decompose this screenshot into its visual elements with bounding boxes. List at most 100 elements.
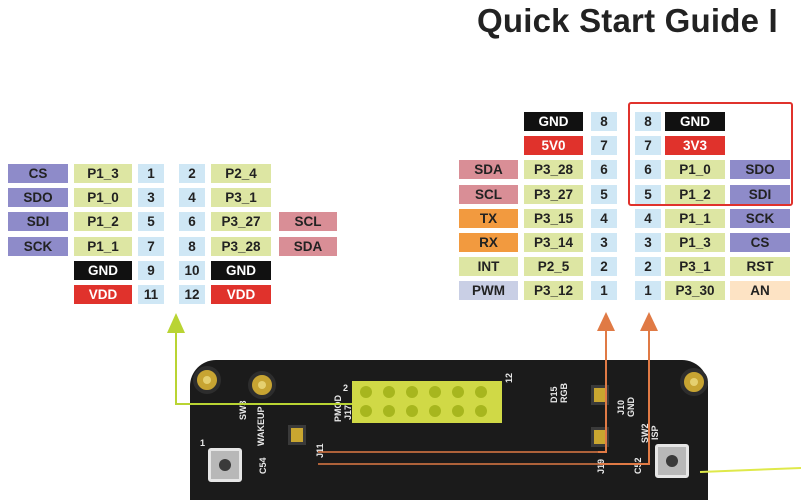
right-pin-number: 4 <box>635 208 661 228</box>
right-port-label: 5V0 <box>524 136 583 156</box>
orange-arrowhead-left <box>597 312 615 331</box>
left-port-label: P1_0 <box>74 188 132 208</box>
left-signal-label: SCK <box>8 236 68 256</box>
right-port-label: P3_28 <box>524 160 583 180</box>
left-port-label: VDD <box>74 285 132 304</box>
header-pin <box>429 405 441 417</box>
right-port-label: P3_15 <box>524 208 583 228</box>
left-signal-label: CS <box>8 164 68 183</box>
test-pad <box>591 385 609 405</box>
right-pin-number: 2 <box>635 257 661 277</box>
right-signal-label: CS <box>730 233 790 252</box>
right-pin-number: 7 <box>635 136 661 156</box>
right-pin-number: 6 <box>591 160 617 180</box>
header-pin <box>383 386 395 398</box>
right-port-label: P3_14 <box>524 233 583 252</box>
right-port-label: P1_1 <box>665 208 725 228</box>
right-pin-number: 6 <box>635 160 661 180</box>
right-pin-number: 5 <box>591 184 617 204</box>
header-pin <box>452 405 464 417</box>
left-pin-number: 8 <box>179 236 205 256</box>
header-pin <box>475 405 487 417</box>
left-port-label: GND <box>211 260 271 280</box>
header-pin <box>360 386 372 398</box>
right-pin-number: 1 <box>635 281 661 301</box>
orange-arrow-right <box>600 326 650 465</box>
arrow-overlay <box>167 312 801 473</box>
test-pad <box>288 425 306 445</box>
right-pin-number: 3 <box>591 233 617 252</box>
right-signal-label: SCK <box>730 208 790 228</box>
right-signal-label: RX <box>459 233 518 252</box>
header-pin <box>406 386 418 398</box>
header-pin <box>475 386 487 398</box>
green-arrowhead <box>167 313 185 333</box>
left-signal-label: SDI <box>8 212 68 232</box>
right-signal-label: INT <box>459 257 518 277</box>
left-pin-number: 7 <box>138 236 164 256</box>
right-signal-label: SDO <box>730 160 790 180</box>
right-port-label: P3_30 <box>665 281 725 301</box>
left-port-label: P3_27 <box>211 212 271 232</box>
left-port-label: P2_4 <box>211 164 271 183</box>
right-port-label: P1_2 <box>665 184 725 204</box>
silk-pin-one: 1 <box>200 438 206 448</box>
left-port-label: P1_3 <box>74 164 132 183</box>
orange-arrow-left <box>598 326 607 453</box>
left-port-label: P1_2 <box>74 212 132 232</box>
right-port-label: P1_0 <box>665 160 725 180</box>
right-pin-number: 2 <box>591 257 617 277</box>
header-pin <box>452 386 464 398</box>
right-port-label: GND <box>524 112 583 131</box>
right-pin-number: 8 <box>635 112 661 131</box>
right-signal-label: PWM <box>459 281 518 301</box>
right-pin-number: 3 <box>635 233 661 252</box>
header-pin <box>383 405 395 417</box>
right-pin-number: 5 <box>635 184 661 204</box>
right-port-label: P2_5 <box>524 257 583 277</box>
left-pin-number: 12 <box>179 285 205 304</box>
right-port-label: P3_1 <box>665 257 725 277</box>
green-arrow <box>175 320 352 405</box>
left-pin-number: 2 <box>179 164 205 183</box>
right-port-label: P3_12 <box>524 281 583 301</box>
left-port-label: P1_1 <box>74 236 132 256</box>
left-port-label: P3_28 <box>211 236 271 256</box>
right-signal-label: SCL <box>459 184 518 204</box>
left-pin-number: 5 <box>138 212 164 232</box>
left-port-label: GND <box>74 260 132 280</box>
left-signal-label: SCL <box>279 212 337 232</box>
right-pin-number: 7 <box>591 136 617 156</box>
yellow-trace <box>699 467 801 473</box>
right-port-label: 3V3 <box>665 136 725 156</box>
left-pin-number: 9 <box>138 260 164 280</box>
left-port-label: VDD <box>211 285 271 304</box>
left-pin-number: 4 <box>179 188 205 208</box>
mounting-hole <box>193 366 221 394</box>
header-pin <box>406 405 418 417</box>
header-pin <box>429 386 441 398</box>
left-port-label: P3_1 <box>211 188 271 208</box>
right-port-label: GND <box>665 112 725 131</box>
orange-arrowhead-right <box>640 312 658 331</box>
right-signal-label: AN <box>730 281 790 301</box>
left-signal-label: SDA <box>279 236 337 256</box>
left-pin-number: 1 <box>138 164 164 183</box>
mounting-hole <box>248 371 276 399</box>
right-signal-label: SDA <box>459 160 518 180</box>
highlight-frame <box>628 102 793 206</box>
page-title: Quick Start Guide I <box>477 2 778 39</box>
right-signal-label: RST <box>730 257 790 277</box>
right-port-label: P1_3 <box>665 233 725 252</box>
left-signal-label: SDO <box>8 188 68 208</box>
right-signal-label: SDI <box>730 184 790 204</box>
left-pin-number: 6 <box>179 212 205 232</box>
left-pin-number: 3 <box>138 188 164 208</box>
right-pin-number: 1 <box>591 281 617 301</box>
left-pin-number: 10 <box>179 260 205 280</box>
silk-pin-two: 2 <box>343 383 349 393</box>
mounting-hole <box>680 368 708 396</box>
left-pin-number: 11 <box>138 285 164 304</box>
header-pin <box>360 405 372 417</box>
test-pad <box>591 427 609 447</box>
